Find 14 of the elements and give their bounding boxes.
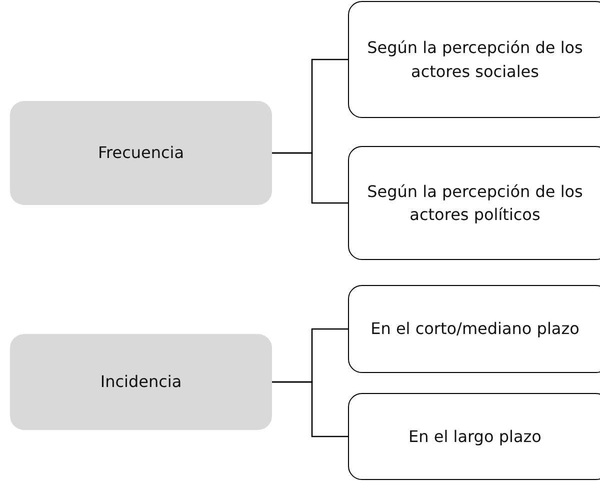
item-box [348,393,600,480]
item-box [348,146,600,260]
item-box [348,1,600,118]
box-text: Frecuencia [96,142,186,164]
box-text: En el corto/mediano plazo [370,318,580,340]
category-box [10,101,272,205]
connector-line [272,152,348,204]
item-box [348,285,600,373]
box-text: Incidencia [99,371,183,394]
box-text: En el largo plazo [408,426,542,448]
box-text: Según la percepción de los actores políticos [366,180,584,226]
box-text: Según la percepción de los actores sociales [366,37,584,82]
category-box [10,334,272,430]
connector-line [272,381,348,438]
